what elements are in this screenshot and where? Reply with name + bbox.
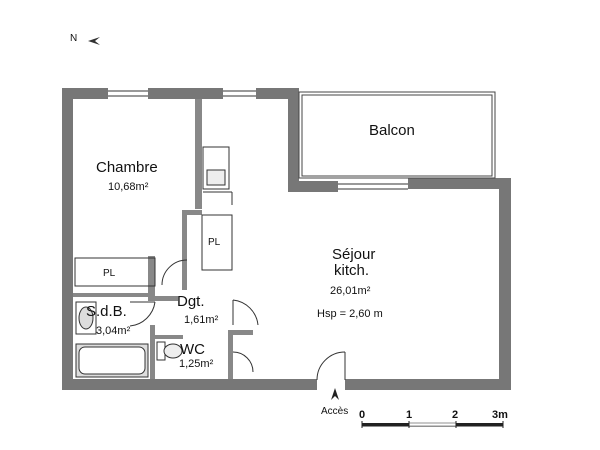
scale-bar: 0 1 2 3m bbox=[359, 409, 508, 428]
scale-tick-3: 3m bbox=[492, 409, 508, 421]
walls bbox=[62, 88, 511, 390]
room-wc-area: 1,25m² bbox=[179, 358, 214, 370]
kitchen-sink bbox=[202, 146, 230, 190]
wall-bottom-left bbox=[62, 379, 317, 390]
room-wc-name: WC bbox=[180, 341, 205, 358]
access-indicator: Accès bbox=[321, 388, 348, 417]
compass-label: N bbox=[70, 33, 77, 44]
wall-pl-left bbox=[182, 210, 187, 290]
closet-chambre bbox=[74, 257, 156, 287]
room-sdb-name: S.d.B. bbox=[86, 303, 127, 320]
closet-dgt bbox=[201, 214, 233, 271]
wall-dgt-right bbox=[233, 330, 253, 335]
wall-top-mid bbox=[148, 88, 223, 99]
bathtub bbox=[75, 343, 149, 378]
wall-wc-top bbox=[155, 335, 183, 339]
wall-sdb-wc bbox=[150, 325, 155, 379]
scale-tick-0: 0 bbox=[359, 409, 365, 421]
room-sejour-area: 26,01m² bbox=[330, 285, 371, 297]
room-chambre-area: 10,68m² bbox=[108, 181, 149, 193]
wall-top-right bbox=[256, 88, 298, 99]
wall-balcony-left bbox=[288, 88, 299, 192]
wall-dgt-top bbox=[148, 296, 178, 301]
closet-chambre-label: PL bbox=[103, 268, 116, 279]
scale-tick-1: 1 bbox=[406, 409, 412, 421]
wall-bottom-right bbox=[345, 379, 511, 390]
room-balcon-name: Balcon bbox=[369, 122, 415, 139]
closet-dgt-label: PL bbox=[208, 237, 221, 248]
wall-right bbox=[499, 178, 511, 390]
washbasin bbox=[75, 301, 97, 335]
wall-top-left bbox=[62, 88, 108, 99]
room-dgt-area: 1,61m² bbox=[184, 314, 219, 326]
wall-left bbox=[62, 88, 73, 390]
wall-balcony-bottom-right bbox=[408, 178, 511, 189]
room-chambre-name: Chambre bbox=[96, 159, 158, 176]
kitchen-counter bbox=[203, 191, 233, 205]
room-sejour-height: Hsp = 2,60 m bbox=[317, 308, 383, 320]
wall-pl-top bbox=[182, 210, 202, 215]
wall-wc-right bbox=[228, 330, 233, 379]
scale-tick-2: 2 bbox=[452, 409, 458, 421]
north-arrow-icon bbox=[88, 37, 100, 45]
access-arrow-icon bbox=[331, 388, 339, 400]
doors bbox=[129, 259, 346, 381]
wall-sdb-chambre bbox=[73, 293, 148, 297]
room-sdb-area: 3,04m² bbox=[96, 325, 131, 337]
room-sejour-name: Séjour bbox=[332, 246, 375, 263]
room-dgt-name: Dgt. bbox=[177, 293, 205, 310]
wall-sdb-top bbox=[148, 256, 155, 300]
access-label: Accès bbox=[321, 406, 348, 417]
room-sejour-name-2: kitch. bbox=[334, 262, 369, 279]
wall-chambre-kitchen bbox=[195, 99, 202, 209]
balcony-outline bbox=[298, 91, 496, 179]
windows bbox=[108, 90, 408, 190]
toilet bbox=[156, 341, 183, 361]
wall-balcony-bottom-left bbox=[288, 181, 338, 192]
north-indicator: N bbox=[70, 33, 100, 45]
